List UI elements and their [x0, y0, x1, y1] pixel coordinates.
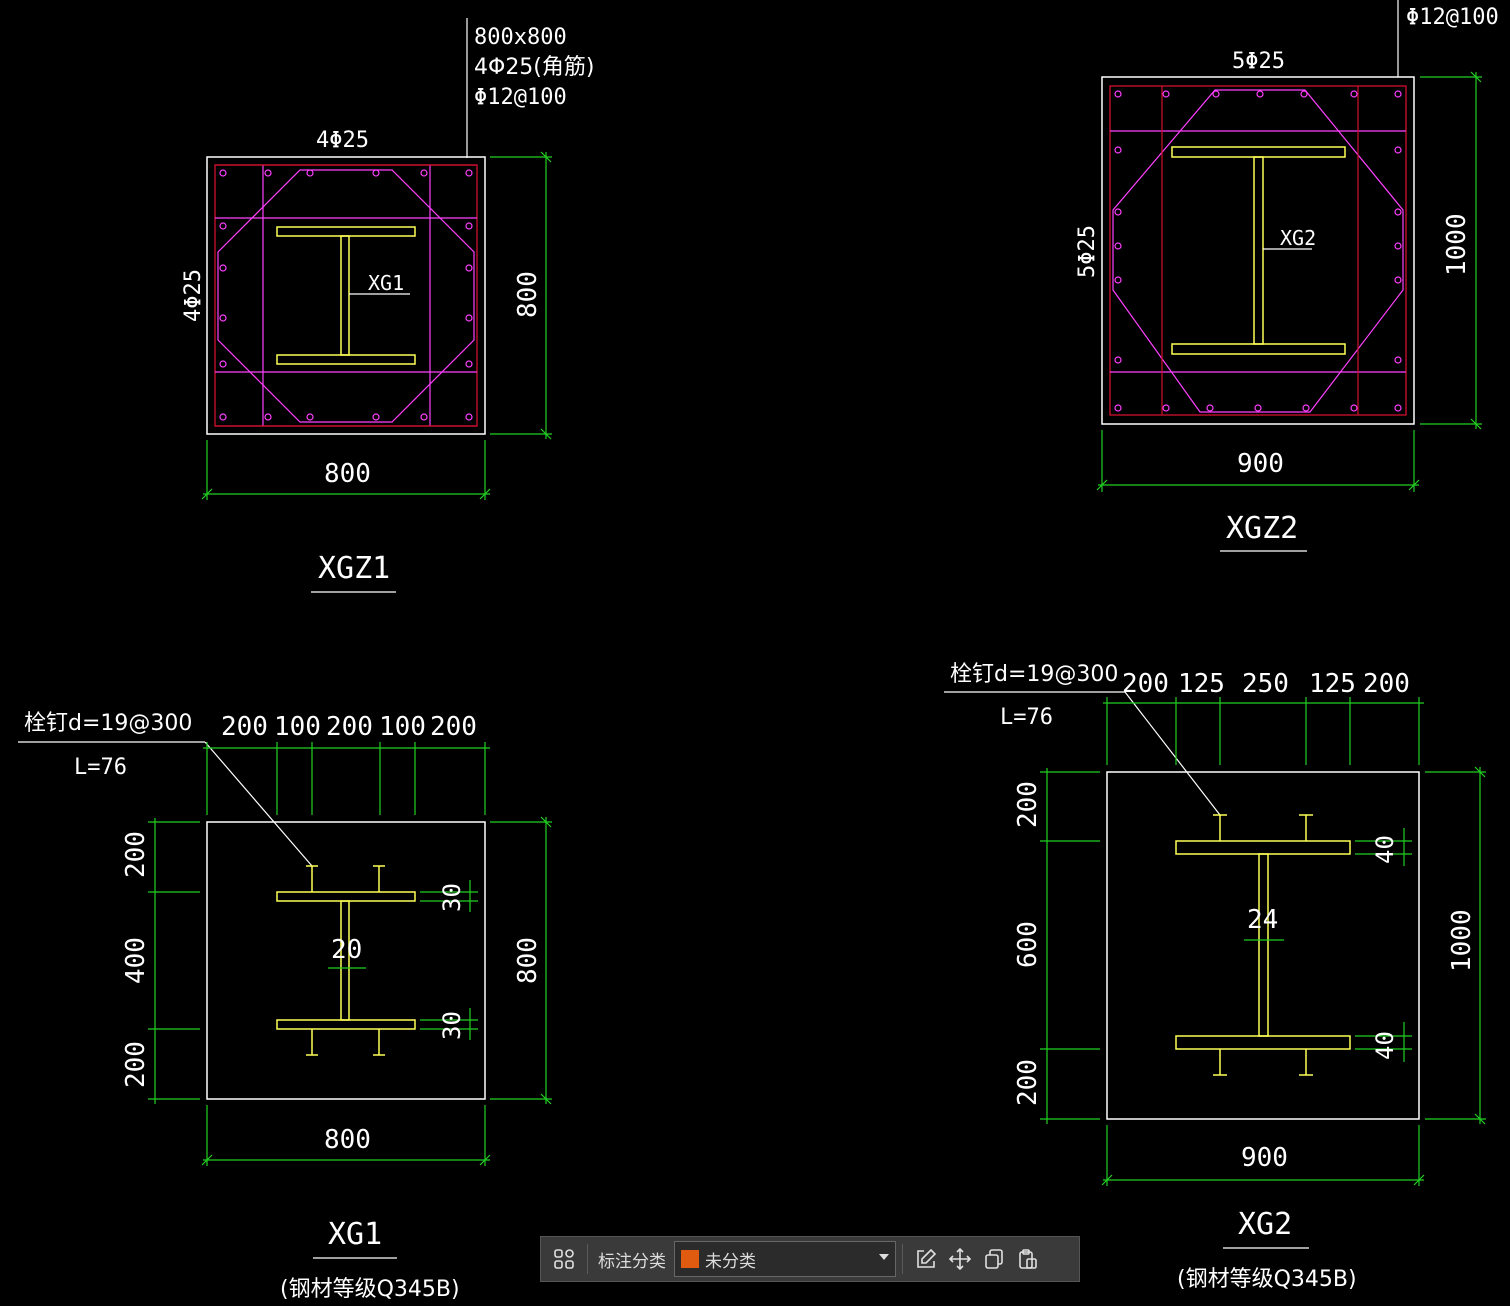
- xg1-left-dim-1: 200: [121, 831, 151, 878]
- annotation-category-label: 标注分类: [598, 1251, 666, 1272]
- xg2-left-dim-2: 600: [1013, 921, 1043, 968]
- xg1-subtitle: (钢材等级Q345B): [280, 1277, 460, 1302]
- xg2-flange-top-dim: 40: [1371, 835, 1399, 864]
- xg1-left-dim-3: 200: [121, 1041, 151, 1088]
- xg1-top-dim-2: 100: [274, 712, 321, 742]
- xgz1-title: XGZ1: [318, 551, 390, 586]
- move-icon[interactable]: [943, 1242, 977, 1276]
- category-color-swatch: [681, 1250, 699, 1268]
- xg1-stud-note-line1: 栓钉d=19@300: [24, 711, 192, 736]
- xg2-top-dim-5: 200: [1363, 669, 1410, 699]
- xgz1-steel-label: XG1: [368, 271, 404, 295]
- xg2-left-dim-3: 200: [1013, 1059, 1043, 1106]
- xg2-stud-note-line2: L=76: [1000, 705, 1053, 730]
- xg2-drawing: 栓钉d=19@300 L=76 200 125 250 125 200 2: [944, 662, 1486, 1292]
- xg1-web-dim: 20: [331, 935, 362, 965]
- xg2-top-dim-4: 125: [1309, 669, 1356, 699]
- xg1-top-dim-3: 200: [326, 712, 373, 742]
- xg1-dim-height: 800: [513, 937, 543, 984]
- toolbar-separator: [587, 1244, 588, 1274]
- xg2-outline: [1106, 771, 1420, 1120]
- xgz2-top-bar-label: 5Φ25: [1232, 49, 1285, 74]
- xgz1-drawing: 800x800 4Φ25(角筋) Φ12@100 4Φ25 4Φ25: [181, 18, 594, 593]
- grid-icon[interactable]: [547, 1242, 581, 1276]
- xg1-top-dim-5: 200: [430, 712, 477, 742]
- xg2-top-dim-2: 125: [1178, 669, 1225, 699]
- xgz1-note-stirrups: Φ12@100: [474, 85, 567, 110]
- xgz1-dim-width: 800: [324, 459, 371, 489]
- xg1-flange-bottom-dim: 30: [438, 1011, 466, 1040]
- xg2-top-dim-3: 250: [1242, 669, 1289, 699]
- xg1-stud-note-line2: L=76: [74, 755, 127, 780]
- xgz2-outline: [1101, 76, 1415, 425]
- toolbar-separator: [902, 1244, 903, 1274]
- xgz2-note-stirrups: Φ12@100: [1406, 5, 1499, 30]
- xgz2-dim-height: 1000: [1442, 213, 1472, 276]
- xg1-left-dim-2: 400: [121, 937, 151, 984]
- xg1-title: XG1: [328, 1217, 382, 1252]
- xg2-dim-height: 1000: [1447, 909, 1477, 972]
- xg1-outline: [206, 821, 486, 1100]
- xgz2-drawing: Φ12@100 5Φ25 5Φ25 XG2: [1075, 0, 1499, 552]
- xg2-top-dim-1: 200: [1122, 669, 1169, 699]
- annotation-toolbar: 标注分类 未分类: [540, 1236, 1080, 1282]
- category-value: 未分类: [705, 1251, 756, 1272]
- xgz1-dim-height: 800: [513, 271, 543, 318]
- xgz2-steel-label: XG2: [1280, 226, 1316, 250]
- xgz2-title: XGZ2: [1226, 511, 1298, 546]
- xgz1-top-bar-label: 4Φ25: [316, 128, 369, 153]
- xg1-flange-top-dim: 30: [438, 883, 466, 912]
- paste-icon[interactable]: [1011, 1242, 1045, 1276]
- xgz1-side-bar-label: 4Φ25: [181, 269, 206, 322]
- xg1-top-dim-1: 200: [221, 712, 268, 742]
- xg1-top-dim-4: 100: [379, 712, 426, 742]
- xg2-subtitle: (钢材等级Q345B): [1177, 1267, 1357, 1292]
- xgz1-note-corner-bars: 4Φ25(角筋): [474, 55, 594, 80]
- xgz1-outline: [206, 156, 486, 435]
- copy-icon[interactable]: [977, 1242, 1011, 1276]
- category-dropdown[interactable]: 未分类: [674, 1241, 896, 1277]
- xg2-stud-note-line1: 栓钉d=19@300: [950, 662, 1118, 687]
- xg2-flange-bottom-dim: 40: [1371, 1031, 1399, 1060]
- xg2-left-dim-1: 200: [1013, 781, 1043, 828]
- xgz1-note-size: 800x800: [474, 25, 567, 50]
- xgz2-side-bar-label: 5Φ25: [1075, 225, 1100, 278]
- chevron-down-icon: [879, 1254, 889, 1260]
- xg1-drawing: 栓钉d=19@300 L=76 200 100 200 100 200: [18, 711, 552, 1302]
- xg2-title: XG2: [1238, 1207, 1292, 1242]
- xg2-web-dim: 24: [1247, 905, 1278, 935]
- edit-icon[interactable]: [909, 1242, 943, 1276]
- xgz2-dim-width: 900: [1237, 449, 1284, 479]
- xg2-dim-width: 900: [1241, 1143, 1288, 1173]
- xg1-dim-width: 800: [324, 1125, 371, 1155]
